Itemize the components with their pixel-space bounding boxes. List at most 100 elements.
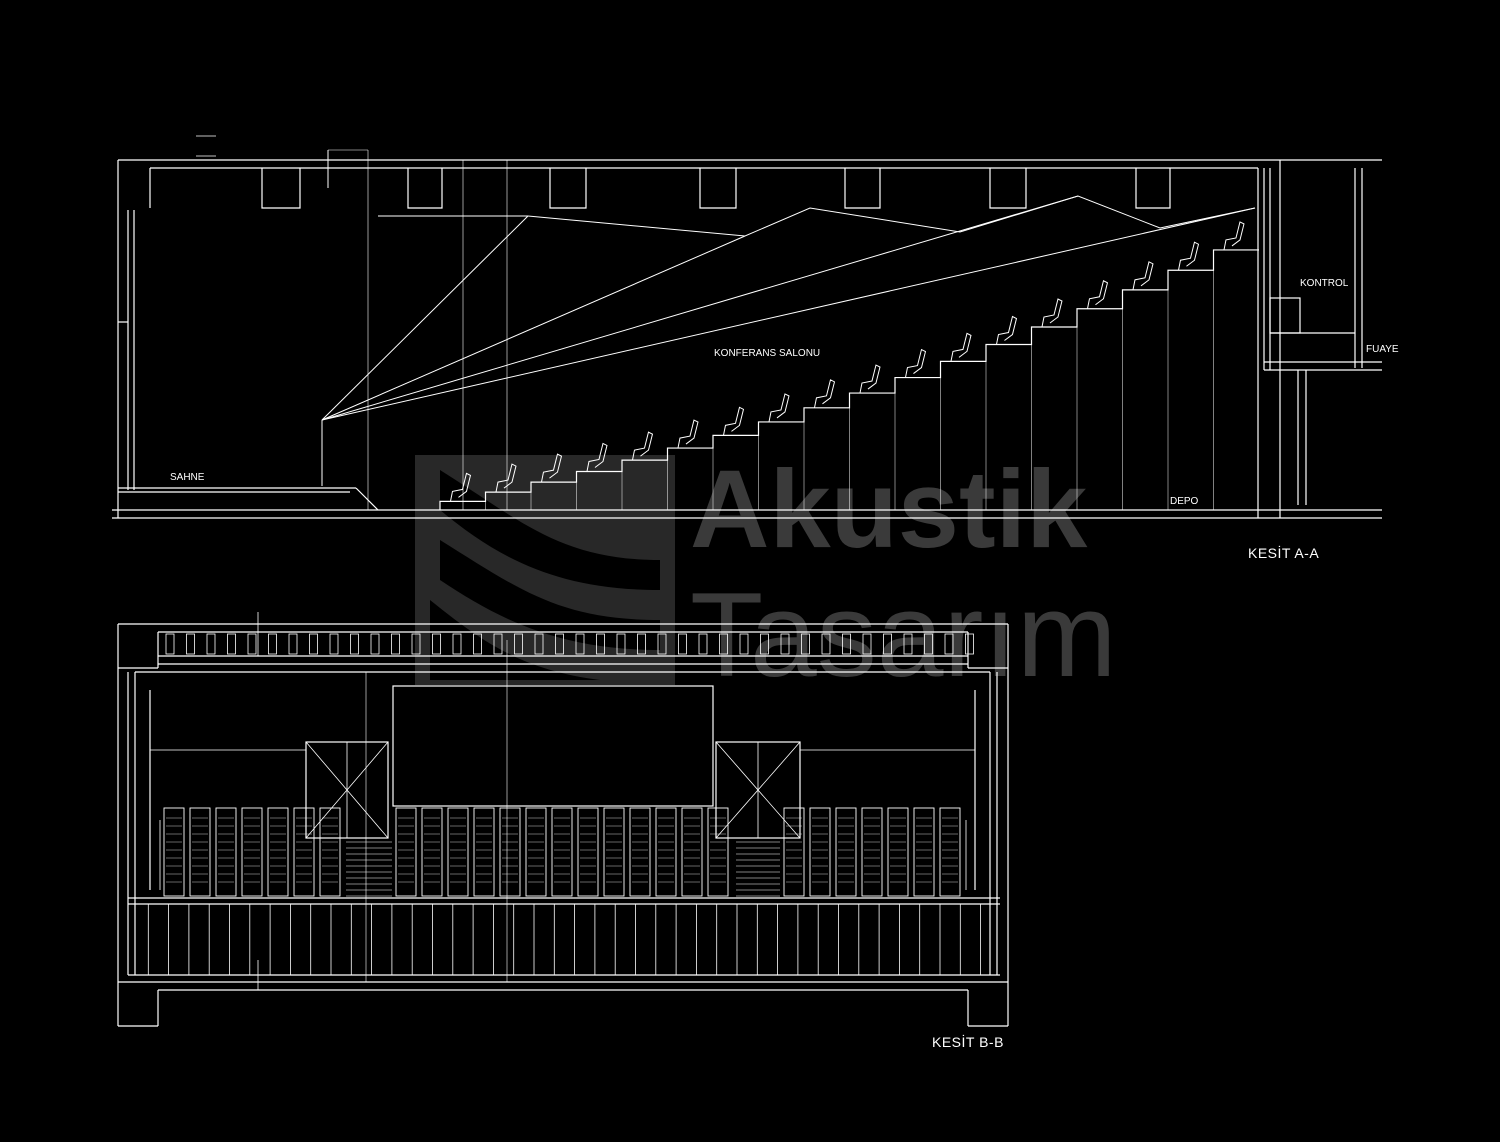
seat-front-icon: [835, 807, 857, 897]
ceiling-slat: [370, 633, 380, 655]
roof-beam: [261, 168, 301, 209]
ceiling-slat: [350, 633, 359, 655]
seat-profile-icon: [540, 453, 563, 483]
stepped-floor: [439, 249, 1259, 510]
seat-profile-icon: [495, 463, 517, 493]
ceiling-slat: [268, 633, 277, 655]
ceiling-slat: [555, 633, 564, 655]
seat-front-icon: [939, 807, 961, 897]
ceiling-slat: [739, 633, 749, 655]
ceiling-slat: [391, 633, 400, 655]
ceiling-slat: [965, 633, 974, 655]
roof-beam: [407, 168, 443, 209]
label-depo: DEPO: [1170, 496, 1199, 507]
seat-profile-icon: [1132, 261, 1154, 290]
seat-profile-icon: [904, 348, 927, 378]
seat-front-icon: [267, 807, 289, 897]
ceiling-slat: [903, 633, 913, 655]
seat-front-icon: [319, 807, 341, 897]
watermark-tasarim: Tasarım: [690, 568, 1117, 702]
title-section-aa: KESİT A-A: [1248, 545, 1320, 561]
ceiling-slat: [924, 633, 933, 655]
seat-profile-icon: [768, 393, 790, 423]
seat-front-icon: [189, 807, 211, 897]
label-konferans-salonu: KONFERANS SALONU: [714, 348, 821, 359]
ceiling-slat: [493, 633, 503, 655]
ceiling-slat: [862, 633, 872, 655]
ceiling-slat: [944, 633, 954, 655]
roof-beam: [989, 168, 1027, 209]
seat-front-icon: [603, 807, 625, 897]
seat-profile-icon: [1177, 241, 1200, 271]
seat-front-icon: [499, 807, 521, 897]
seat-front-icon: [241, 807, 263, 897]
watermark-logo-cutouts: [430, 470, 660, 680]
seat-profile-icon: [677, 419, 699, 449]
ceiling-slat: [801, 633, 810, 655]
ceiling-slat: [247, 633, 257, 655]
roof-beam: [1135, 168, 1171, 209]
ceiling-slat: [698, 633, 708, 655]
seat-front-icon: [551, 807, 573, 897]
ceiling-slat: [227, 633, 236, 655]
seat-profile-icon: [995, 315, 1018, 345]
ceiling-slat: [883, 633, 892, 655]
ceiling-slat: [309, 633, 318, 655]
ceiling-slat: [780, 633, 790, 655]
seat-front-icon: [809, 807, 831, 897]
section-aa-drawing: [112, 135, 1382, 519]
seat-front-icon: [887, 807, 909, 897]
ceiling-slat: [842, 633, 851, 655]
ceiling-slat: [534, 633, 544, 655]
seat-front-icon: [163, 807, 185, 897]
label-fuaye: FUAYE: [1366, 344, 1399, 355]
ceiling-slat: [719, 633, 728, 655]
ceiling-slat: [657, 633, 667, 655]
seat-front-icon: [577, 807, 599, 897]
label-kontrol: KONTROL: [1300, 278, 1349, 289]
seat-profile-icon: [950, 332, 972, 362]
ceiling-slat: [186, 633, 195, 655]
ceiling-slat: [575, 633, 585, 655]
seat-front-icon: [525, 807, 547, 897]
seat-front-icon: [783, 807, 805, 897]
seat-front-icon: [861, 807, 883, 897]
seat-profile-icon: [813, 379, 836, 408]
seat-front-icon: [629, 807, 651, 897]
ceiling-slat: [432, 633, 441, 655]
seat-profile-icon: [1223, 221, 1245, 251]
seat-front-icon: [473, 807, 495, 897]
seat-front-icon: [395, 807, 417, 897]
ceiling-slat: [288, 633, 298, 655]
ceiling-slat: [637, 633, 646, 655]
seat-profile-icon: [1041, 298, 1063, 328]
roof-beam: [549, 168, 587, 209]
seat-front-icon: [421, 807, 443, 897]
section-bb-drawing: [117, 612, 1009, 1027]
label-sahne: SAHNE: [170, 472, 205, 483]
ceiling-slat: [678, 633, 687, 655]
ceiling-slat: [616, 633, 626, 655]
ceiling-slat: [596, 633, 605, 655]
seat-front-icon: [707, 807, 729, 897]
ceiling-slat: [165, 633, 175, 655]
ceiling-slat: [329, 633, 339, 655]
ceiling-slat: [452, 633, 462, 655]
ceiling-slat: [821, 633, 831, 655]
title-section-bb: KESİT B-B: [932, 1034, 1004, 1050]
seat-profile-icon: [859, 364, 881, 394]
seat-front-icon: [447, 807, 469, 897]
seat-profile-icon: [631, 431, 654, 461]
roof-beam: [699, 168, 737, 209]
seat-profile-icon: [449, 472, 472, 502]
seat-front-icon: [913, 807, 935, 897]
ceiling-slat: [473, 633, 482, 655]
ceiling-slat: [411, 633, 421, 655]
seat-front-icon: [215, 807, 237, 897]
ceiling-slat: [206, 633, 216, 655]
ceiling-slat: [760, 633, 769, 655]
seat-profile-icon: [1086, 280, 1109, 309]
seat-profile-icon: [586, 442, 608, 472]
seat-front-icon: [681, 807, 703, 897]
